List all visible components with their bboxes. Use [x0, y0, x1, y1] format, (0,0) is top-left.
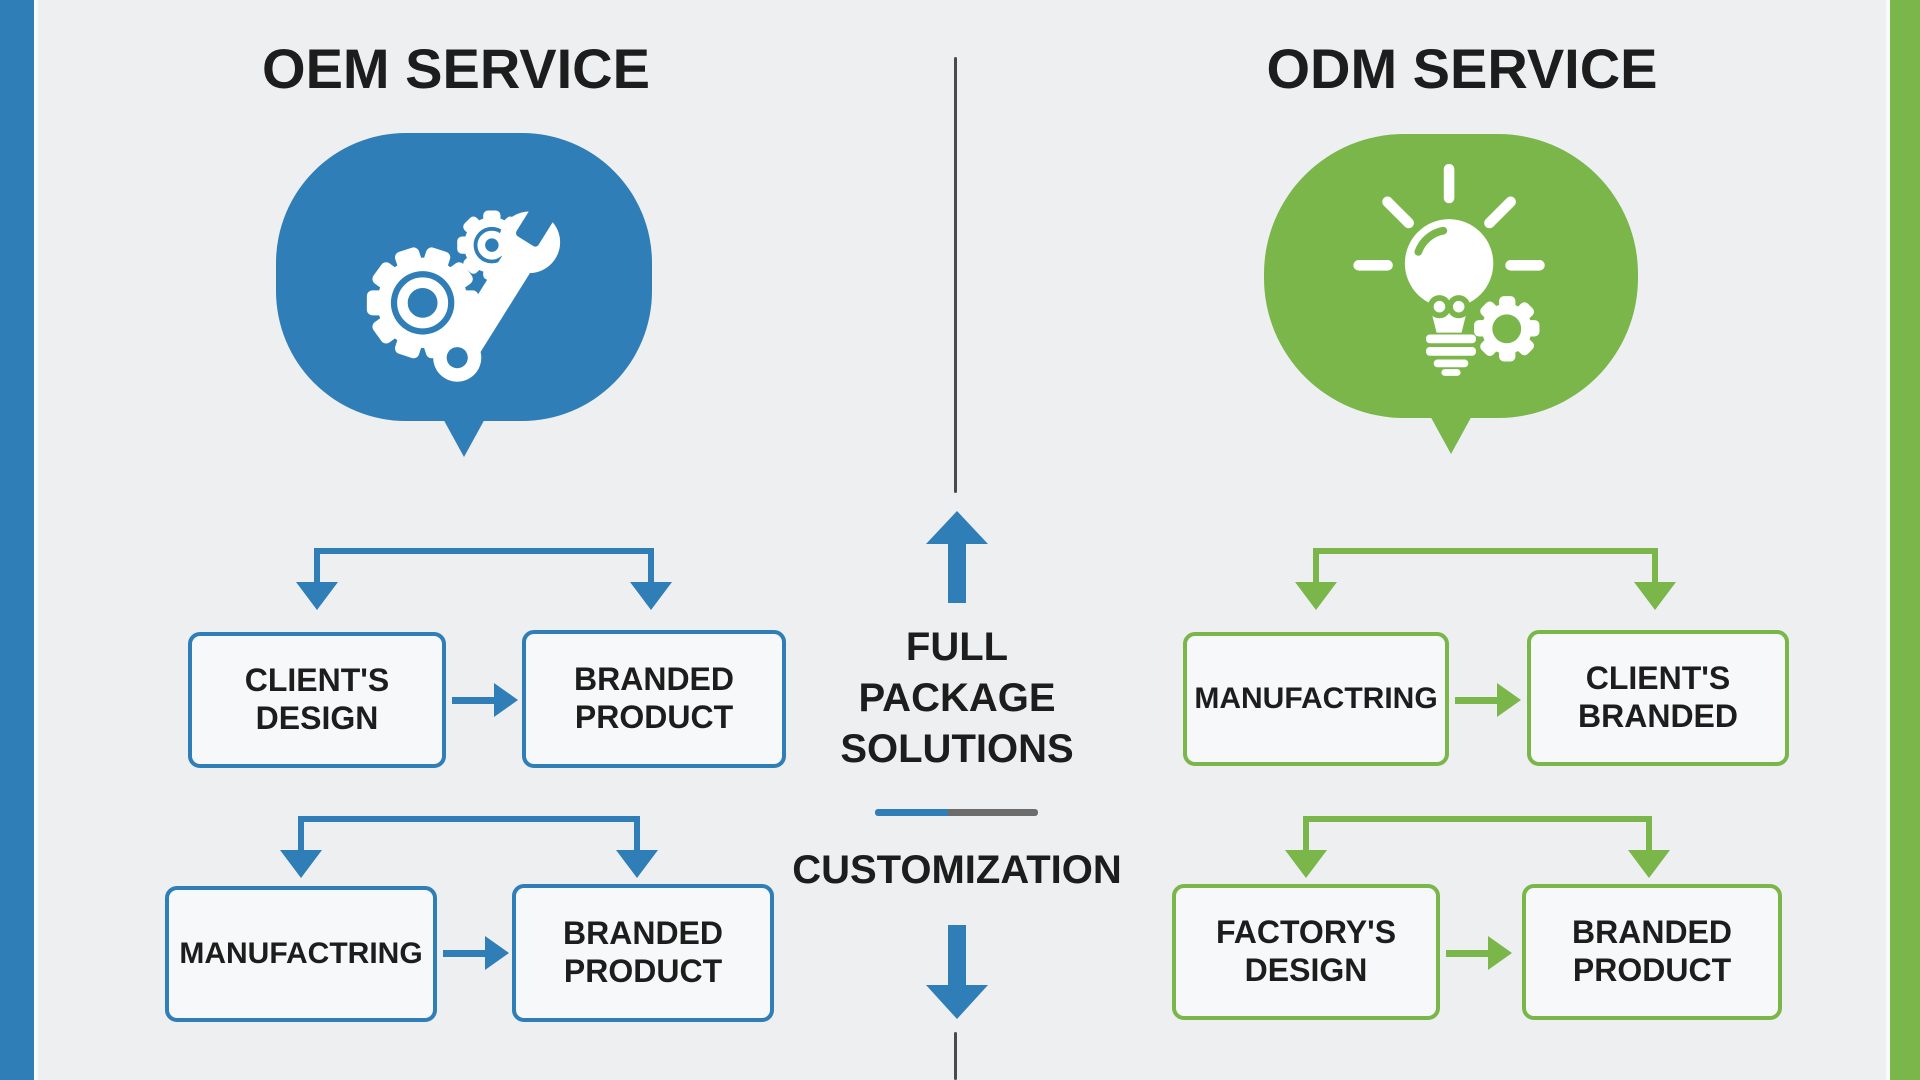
odm-box-factorys-design: FACTORY'S DESIGN	[1172, 884, 1440, 1020]
center-divider-line-bottom	[954, 1032, 957, 1080]
odm-bubble-tail	[1428, 412, 1474, 454]
down-arrowhead-icon	[280, 850, 322, 878]
down-arrowhead-icon	[296, 582, 338, 610]
down-arrowhead-icon	[1628, 850, 1670, 878]
odm-title: ODM SERVICE	[1266, 37, 1658, 100]
right-accent-bar	[1886, 0, 1920, 1080]
customization-label: CUSTOMIZATION	[792, 848, 1122, 892]
oem-box-manufactring: MANUFACTRING	[165, 886, 437, 1022]
up-arrow-icon	[926, 511, 988, 603]
lightbulb-and-gear-icon	[1353, 163, 1545, 376]
odm-box-branded-product: BRANDED PRODUCT	[1522, 884, 1782, 1020]
divider-blue-segment	[875, 809, 948, 816]
center-divider-line-top	[954, 57, 957, 493]
oem-branch-connector-1	[296, 548, 672, 610]
down-arrowhead-icon	[616, 850, 658, 878]
oem-branch-connector-2	[280, 816, 658, 878]
right-arrow-icon	[443, 936, 509, 970]
odm-box-clients-branded: CLIENT'S BRANDED	[1527, 630, 1789, 766]
down-arrowhead-icon	[1285, 850, 1327, 878]
divider-gray-segment	[948, 809, 1038, 816]
down-arrowhead-icon	[1634, 582, 1676, 610]
odm-box-manufactring: MANUFACTRING	[1183, 632, 1449, 766]
oem-bubble-tail	[441, 415, 487, 457]
right-arrow-icon	[1446, 936, 1512, 970]
right-arrow-icon	[452, 683, 518, 717]
odm-branch-connector-2	[1285, 816, 1670, 878]
left-accent-bar	[0, 0, 38, 1080]
full-package-solutions-label: FULL PACKAGE SOLUTIONS	[840, 625, 1074, 771]
oem-box-branded-product-2: BRANDED PRODUCT	[512, 884, 774, 1022]
down-arrowhead-icon	[1295, 582, 1337, 610]
odm-branch-connector-1	[1295, 548, 1676, 610]
down-arrowhead-icon	[630, 582, 672, 610]
down-arrow-icon	[926, 925, 988, 1019]
oem-title: OEM SERVICE	[262, 37, 650, 100]
center-divider-rule	[875, 809, 1038, 816]
gears-and-wrench-icon	[366, 188, 565, 382]
oem-box-branded-product-1: BRANDED PRODUCT	[522, 630, 786, 768]
right-arrow-icon	[1455, 683, 1521, 717]
oem-speech-bubble	[276, 133, 652, 457]
odm-speech-bubble	[1264, 134, 1638, 454]
oem-box-clients-design: CLIENT'S DESIGN	[188, 632, 446, 768]
